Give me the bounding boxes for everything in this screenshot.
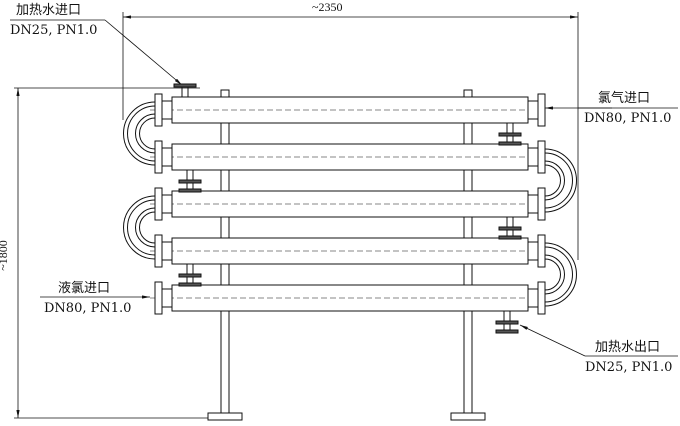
jacket-flange <box>495 320 519 325</box>
nozzle <box>161 147 173 167</box>
u-bend-right <box>544 160 565 201</box>
nozzle <box>527 194 539 214</box>
u-bend-left <box>135 113 156 154</box>
nozzle <box>527 100 539 120</box>
flange <box>154 140 163 174</box>
u-bend-left <box>123 195 156 260</box>
u-bend-right <box>544 152 573 209</box>
u-bend-left <box>127 105 156 162</box>
nozzle <box>161 100 173 120</box>
u-bend-left <box>135 207 156 248</box>
chlorine-gas-inlet-spec: DN80, PN1.0 <box>584 111 672 126</box>
u-bend-right <box>544 148 577 213</box>
flange <box>537 281 546 315</box>
jacket-flange <box>173 83 197 88</box>
flange <box>537 187 546 221</box>
jacket-flange <box>498 226 522 231</box>
liquid-chlorine-inlet-spec: DN80, PN1.0 <box>44 301 132 316</box>
flange <box>537 234 546 268</box>
heating-water-outlet-name: 加热水出口 <box>595 340 661 355</box>
flange <box>154 281 163 315</box>
jacket-flange <box>498 235 522 240</box>
height-dimension: ~1800 <box>0 240 10 271</box>
flange <box>537 140 546 174</box>
flange <box>154 93 163 127</box>
u-bend-right <box>544 242 577 307</box>
flange <box>154 187 163 221</box>
exchanger-body <box>123 83 577 421</box>
flange <box>537 93 546 127</box>
nozzle <box>527 288 539 308</box>
leader-heating-outlet <box>519 324 586 357</box>
nozzle <box>161 288 173 308</box>
u-bend-left <box>139 211 156 244</box>
heating-water-inlet-spec: DN25, PN1.0 <box>10 23 98 38</box>
jacket-flange <box>495 329 519 334</box>
heating-water-inlet-name: 加热水进口 <box>16 3 82 18</box>
jacket-flange <box>178 273 202 278</box>
dimension-lines <box>10 12 678 419</box>
u-bend-left <box>123 101 156 166</box>
u-bend-left <box>127 199 156 256</box>
nozzle <box>527 147 539 167</box>
liquid-chlorine-inlet-name: 液氯进口 <box>58 281 111 296</box>
nozzle <box>161 194 173 214</box>
jacket-flange <box>178 179 202 184</box>
nozzle <box>161 241 173 261</box>
heating-water-outlet-spec: DN25, PN1.0 <box>585 360 673 375</box>
u-bend-right <box>544 258 561 291</box>
support-foot <box>207 412 243 421</box>
flange <box>154 234 163 268</box>
jacket-flange <box>178 188 202 193</box>
nozzle <box>527 241 539 261</box>
u-bend-right <box>544 164 561 197</box>
u-bend-right <box>544 246 573 303</box>
support-foot <box>450 412 486 421</box>
jacket-flange <box>498 132 522 137</box>
chlorine-gas-inlet-name: 氯气进口 <box>598 91 651 106</box>
u-bend-left <box>139 117 156 150</box>
u-bend-right <box>544 254 565 295</box>
leader-heating-inlet <box>104 19 183 86</box>
jacket-flange <box>498 141 522 146</box>
jacket-flange <box>178 282 202 287</box>
width-dimension: ~2350 <box>312 0 343 14</box>
